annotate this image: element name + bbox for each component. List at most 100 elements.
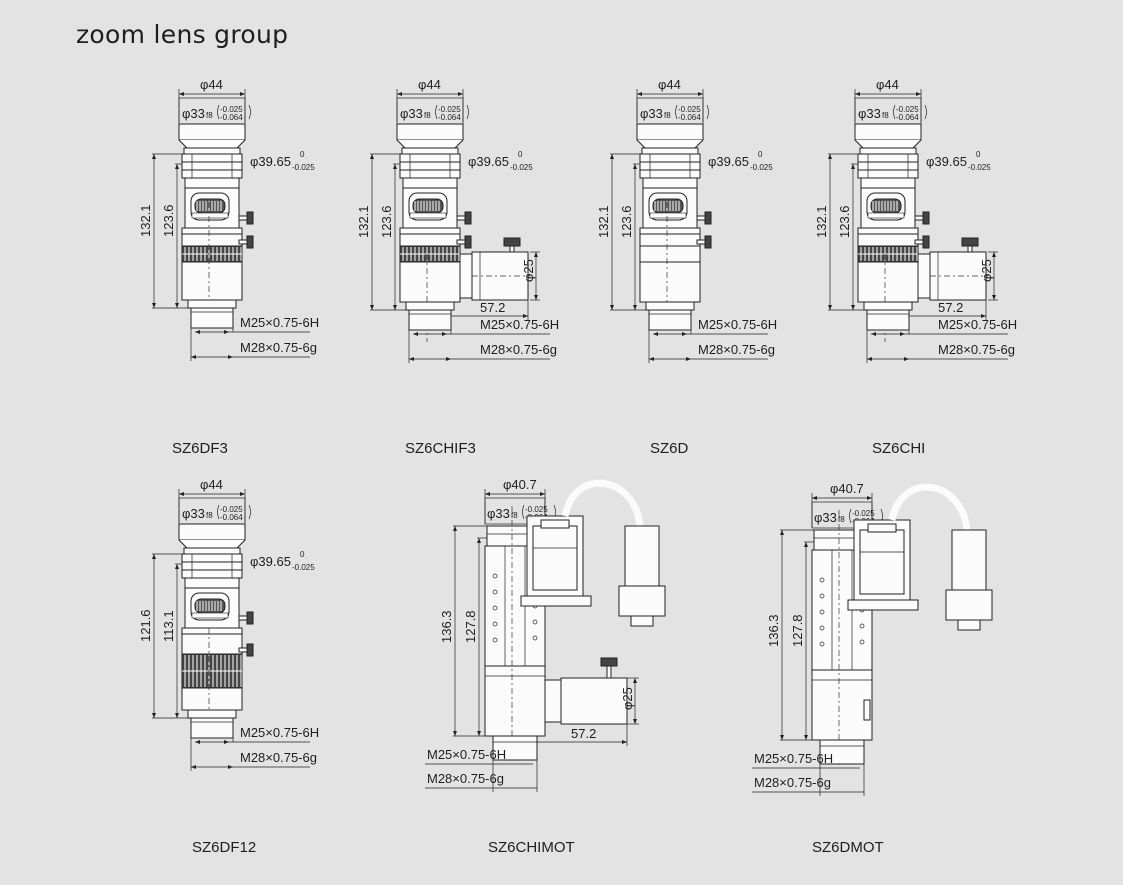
lower-barrel [181, 261, 243, 301]
connector-plug [618, 585, 666, 617]
arrow-head [477, 731, 481, 736]
inner-height-label: 123.6 [619, 205, 634, 238]
arrow-head [152, 554, 156, 559]
tolerance-bracket [522, 504, 525, 520]
side-flange [459, 253, 473, 299]
arrow-head [224, 740, 229, 744]
connector [624, 525, 660, 587]
zoom-scale [867, 212, 905, 219]
screw-shaft [456, 239, 466, 245]
body-tolerance-upper: 0 [758, 150, 763, 159]
tolerance-upper: -0.025 [678, 105, 701, 114]
tolerance-bracket [924, 104, 927, 120]
fit-diameter-label: φ33 [814, 510, 837, 525]
barrel-step [184, 177, 240, 189]
screw-hole [859, 623, 865, 629]
screw-shaft [456, 215, 466, 221]
arrow-head [633, 719, 637, 724]
thread-2-label: M28×0.75-6g [480, 342, 557, 357]
screw-head [246, 235, 254, 249]
arrow-head [195, 740, 200, 744]
screw-head [704, 235, 712, 249]
thread-1-label: M25×0.75-6H [754, 751, 833, 766]
connector-plug [945, 589, 993, 621]
arrow-head [453, 526, 457, 531]
fit-tolerance-class: f8 [664, 111, 671, 120]
barrel-step [860, 177, 916, 189]
arrow-head [442, 332, 447, 336]
tolerance-lower: -0.064 [896, 113, 919, 122]
mount-cap [396, 123, 464, 141]
arrow-head [828, 305, 832, 310]
body-diameter-label: φ39.65 [250, 554, 291, 569]
arrow-head [152, 713, 156, 718]
lower-barrel [399, 261, 461, 303]
fit-box [484, 497, 546, 525]
tolerance-upper: -0.025 [525, 505, 548, 514]
mount-taper [854, 139, 922, 149]
arrow-head [610, 154, 614, 159]
body-diameter-label: φ39.65 [468, 154, 509, 169]
tolerance-lower: -0.064 [220, 513, 243, 522]
barrel-step [642, 177, 698, 189]
bottom-ring [187, 299, 237, 309]
tolerance-bracket [675, 104, 678, 120]
tolerance-lower: -0.064 [678, 113, 701, 122]
model-name-6: SZ6DMOT [812, 839, 884, 856]
tolerance-upper: -0.025 [220, 505, 243, 514]
side-diameter-label: φ25 [521, 259, 536, 282]
arrow-head [413, 332, 418, 336]
arrow-head [175, 564, 179, 569]
thread-stub [492, 735, 538, 761]
body-tolerance-lower: -0.025 [292, 563, 315, 572]
model-name-3: SZ6CHI [872, 440, 925, 457]
arrow-head [393, 164, 397, 169]
arrow-head [649, 357, 654, 361]
top-diameter-label: φ44 [200, 77, 223, 92]
tolerance-bracket [217, 504, 220, 520]
arrow-head [653, 332, 658, 336]
side-length-label: 57.2 [938, 300, 963, 315]
body-diameter-label: φ39.65 [708, 154, 749, 169]
lens-drawing-5: φ40.7φ33f8-0.025-0.064φ2557.2M25×0.75-6H… [425, 477, 666, 792]
screw-shaft [238, 647, 248, 653]
tolerance-bracket [893, 104, 896, 120]
lower-barrel [181, 687, 243, 711]
connector [951, 529, 987, 591]
cable-inner [561, 479, 644, 527]
arrow-head [540, 492, 545, 496]
screw-hole [819, 593, 825, 599]
mount-taper [178, 539, 246, 549]
thread-stub [190, 717, 234, 739]
total-height-label: 136.3 [766, 614, 781, 647]
screw-shaft [696, 215, 706, 221]
mount-cap [636, 123, 704, 141]
collar [859, 147, 917, 155]
arrow-head [855, 92, 860, 96]
thread-2-label: M28×0.75-6g [240, 750, 317, 765]
body-tolerance-upper: 0 [300, 150, 305, 159]
thread-stub [866, 309, 910, 331]
side-diameter-label: φ25 [979, 259, 994, 282]
barrel-step [184, 577, 240, 589]
top-diameter-label: φ44 [658, 77, 681, 92]
top-diameter-label: φ44 [200, 477, 223, 492]
arrow-head [610, 305, 614, 310]
upper-barrel [399, 153, 461, 179]
arrow-head [851, 305, 855, 310]
arrow-head [904, 357, 909, 361]
thread-1-label: M25×0.75-6H [480, 317, 559, 332]
fit-diameter-label: φ33 [182, 106, 205, 121]
fit-tolerance-class: f8 [206, 111, 213, 120]
arrow-head [633, 678, 637, 683]
screw-hole [819, 577, 825, 583]
arrow-head [622, 740, 627, 744]
focus-barrel [857, 227, 919, 247]
upper-barrel [857, 153, 919, 179]
thread-1-label: M25×0.75-6H [698, 317, 777, 332]
thread-2-label: M28×0.75-6g [240, 340, 317, 355]
tolerance-lower: -0.064 [438, 113, 461, 122]
